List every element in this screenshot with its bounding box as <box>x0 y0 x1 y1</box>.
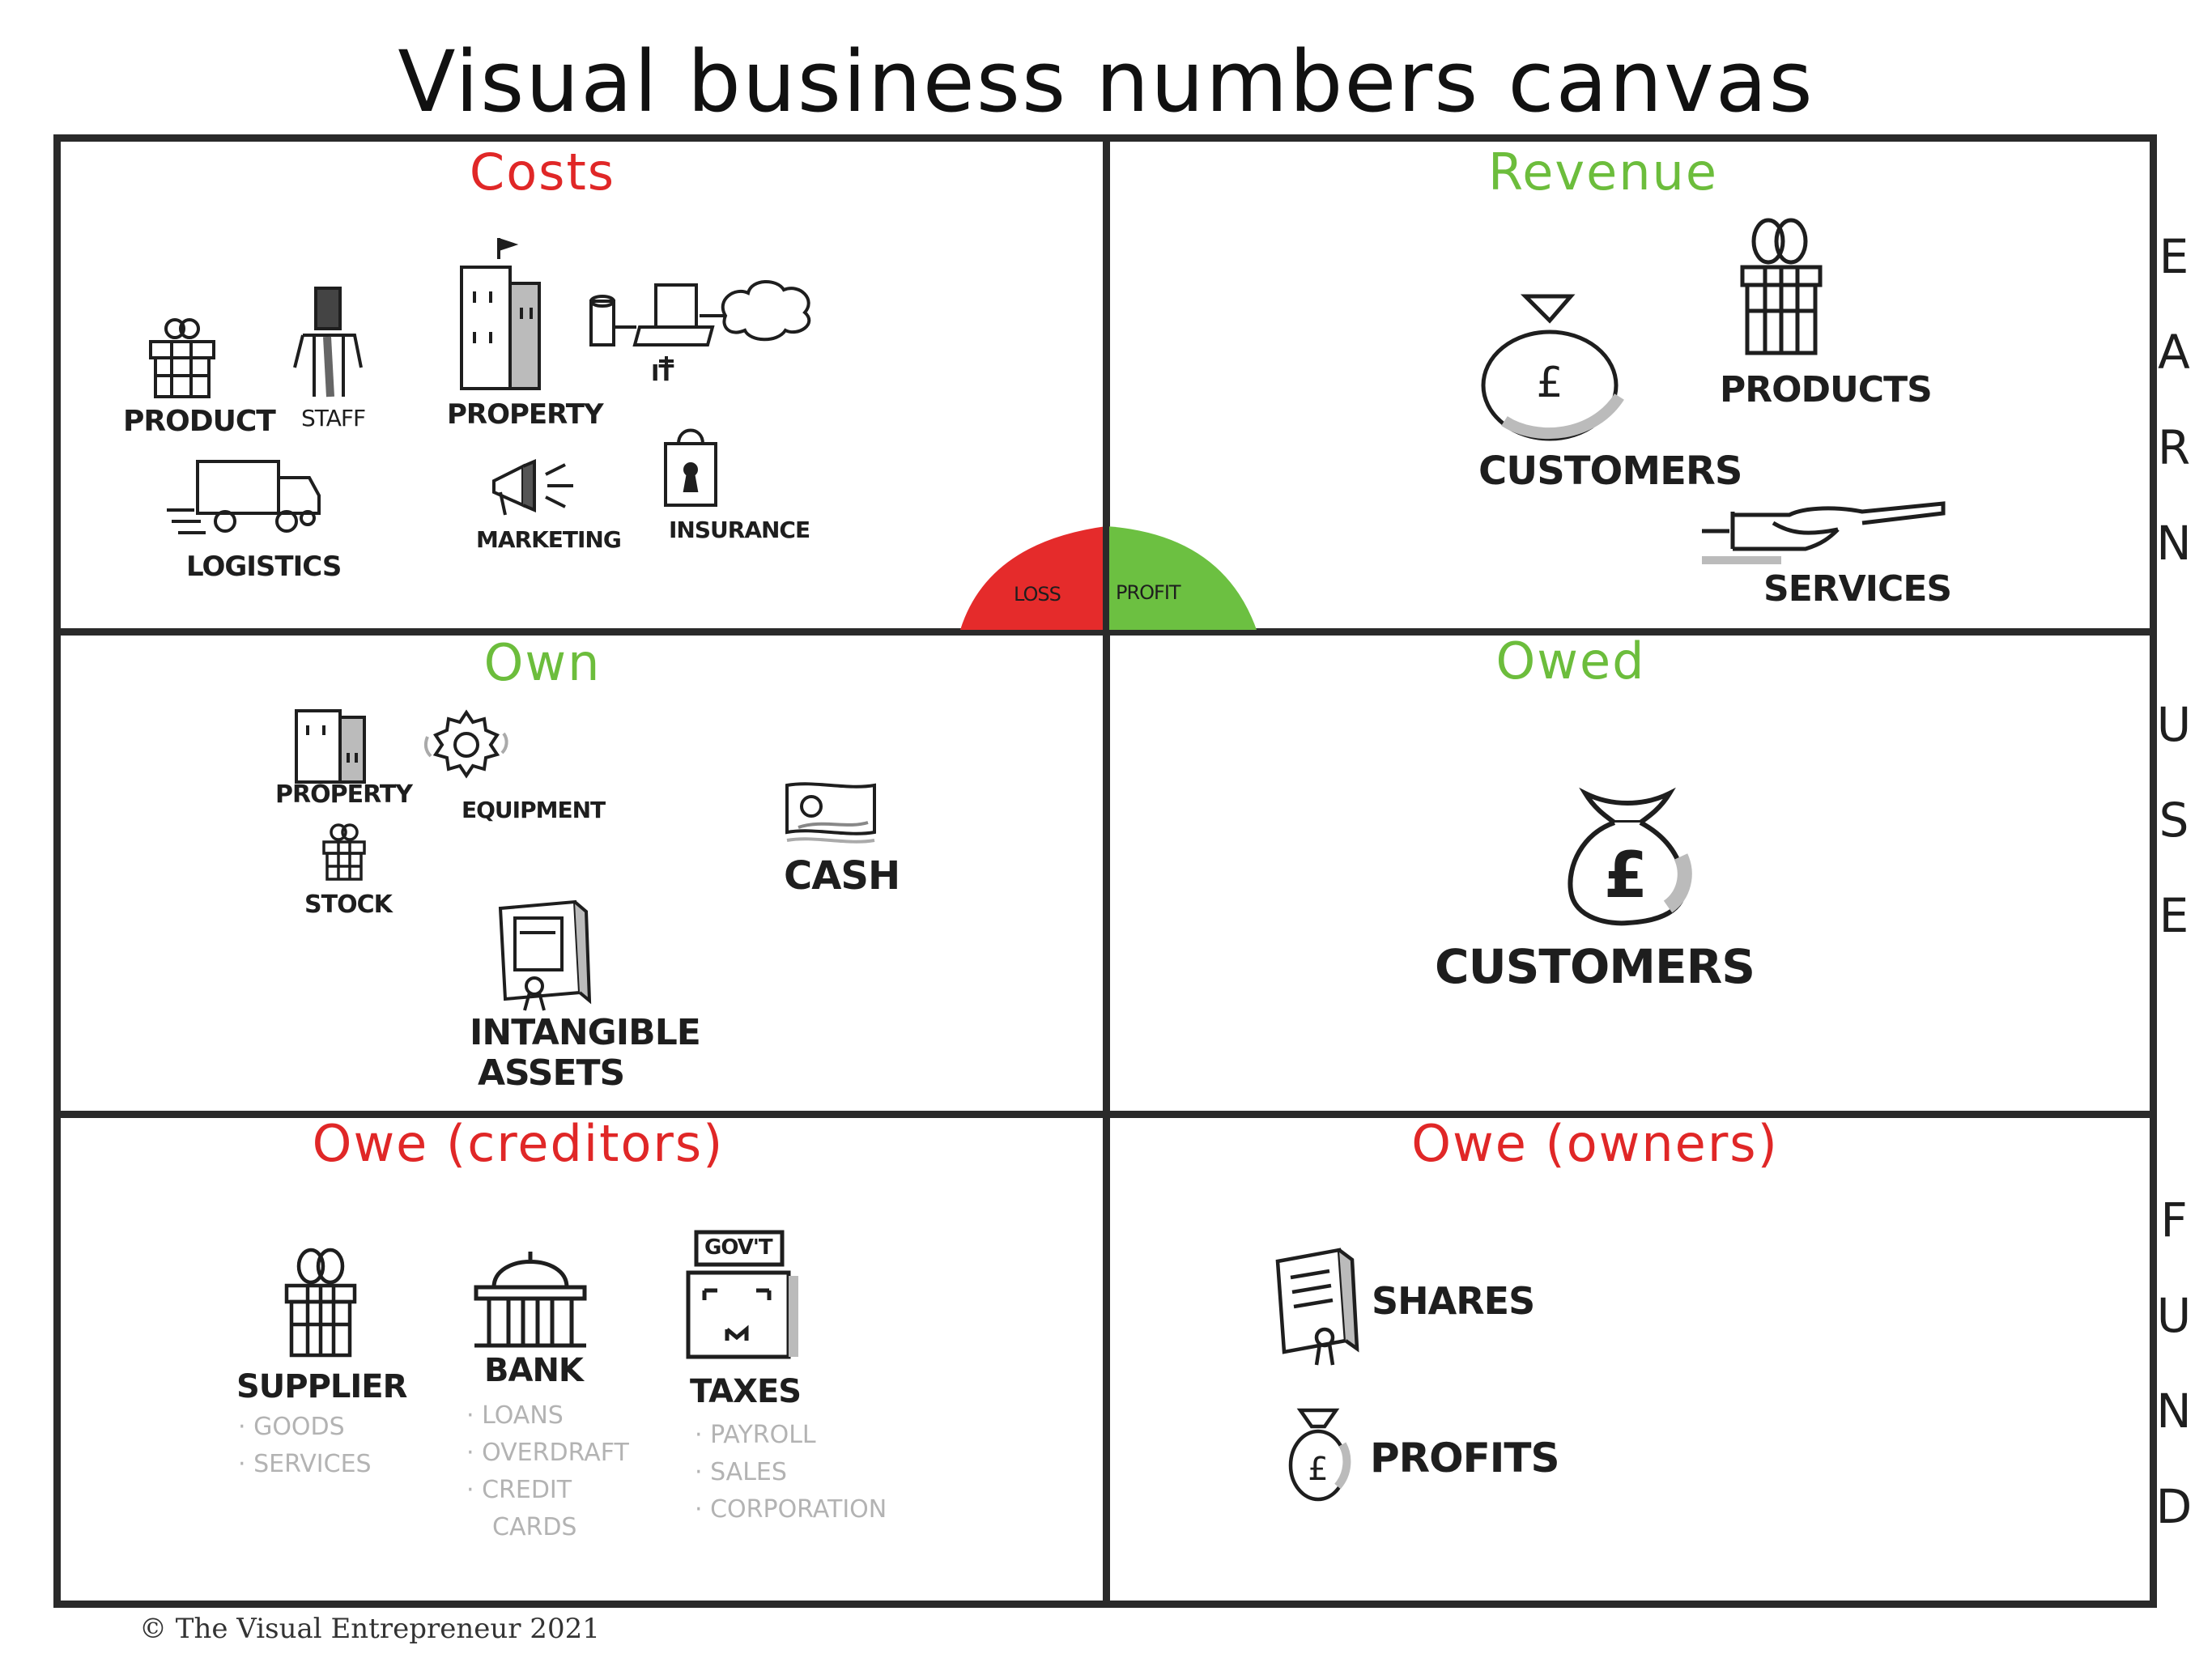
taxes-detail-sales: · SALES <box>695 1458 787 1486</box>
megaphone-icon <box>486 450 583 523</box>
revenue-products-label: PRODUCTS <box>1720 369 1933 410</box>
own-equipment-label: EQUIPMENT <box>462 797 606 823</box>
building-icon <box>453 235 551 397</box>
grid-vertical-divider <box>1103 134 1110 1601</box>
bank-label: BANK <box>484 1352 584 1389</box>
gift-box-icon <box>1733 215 1830 361</box>
grid-horizontal-divider-upper <box>53 628 2157 636</box>
svg-text:£: £ <box>1604 840 1648 912</box>
taxes-detail-payroll: · PAYROLL <box>695 1421 816 1449</box>
padlock-shield-icon <box>661 421 721 510</box>
bank-building-icon <box>470 1247 591 1352</box>
gear-icon <box>421 701 512 782</box>
taxes-sign-label: GOV'T <box>704 1235 773 1260</box>
bank-detail-credit: · CREDIT <box>466 1476 572 1504</box>
costs-product-label: PRODUCT <box>123 405 276 438</box>
owe-owners-heading: Owe (owners) <box>1411 1114 1779 1173</box>
own-property-label: PROPERTY <box>275 780 413 809</box>
gift-box-icon <box>319 821 369 882</box>
own-stock-label: STOCK <box>304 891 393 919</box>
taxes-detail-corporation: · CORPORATION <box>695 1495 887 1524</box>
cash-banknote-icon <box>782 779 879 847</box>
supplier-label: SUPPLIER <box>236 1368 407 1405</box>
owners-shares-label: SHARES <box>1372 1279 1535 1323</box>
certificate-icon <box>496 897 592 1012</box>
gift-box-icon <box>143 312 220 402</box>
owed-customers-label: CUSTOMERS <box>1435 939 1755 994</box>
share-certificate-icon <box>1271 1245 1360 1367</box>
profit-loss-gauge <box>955 518 1263 640</box>
building-icon <box>291 704 369 785</box>
svg-text:£: £ <box>1536 359 1563 407</box>
costs-logistics-label: LOGISTICS <box>186 551 342 583</box>
page-title: Visual business numbers canvas <box>398 32 1814 131</box>
copyright-footer: © The Visual Entrepreneur 2021 <box>139 1613 600 1645</box>
costs-heading: Costs <box>469 142 616 202</box>
money-bag-icon: £ <box>1284 1405 1352 1503</box>
revenue-heading: Revenue <box>1487 142 1718 202</box>
costs-it-label: IT <box>651 359 674 386</box>
staff-person-icon <box>287 283 371 405</box>
gauge-loss-label: LOSS <box>1014 583 1061 606</box>
revenue-customers-label: CUSTOMERS <box>1478 449 1742 494</box>
costs-property-label: PROPERTY <box>447 398 604 431</box>
gauge-profit-label: PROFIT <box>1116 581 1181 604</box>
own-intangible-label-2: ASSETS <box>478 1052 625 1094</box>
bank-detail-overdraft: · OVERDRAFT <box>466 1439 629 1467</box>
truck-icon <box>165 453 327 542</box>
gift-box-icon <box>279 1247 363 1360</box>
costs-insurance-label: INSURANCE <box>669 517 810 543</box>
supplier-detail-services: · SERVICES <box>238 1450 372 1478</box>
money-bag-icon: £ <box>1563 785 1692 931</box>
costs-marketing-label: MARKETING <box>476 526 622 553</box>
own-intangible-label-1: INTANGIBLE <box>470 1012 701 1053</box>
money-bag-icon: £ <box>1472 291 1626 445</box>
bank-detail-loans: · LOANS <box>466 1401 564 1430</box>
bank-detail-cards: CARDS <box>492 1513 577 1541</box>
pointing-hand-icon <box>1700 495 1951 585</box>
supplier-detail-goods: · GOODS <box>238 1413 345 1441</box>
owners-profits-label: PROFITS <box>1370 1435 1560 1482</box>
costs-staff-label: STAFF <box>301 405 366 432</box>
taxes-label: TAXES <box>690 1373 802 1410</box>
grid-horizontal-divider-lower <box>53 1111 2157 1118</box>
government-building-icon <box>680 1227 802 1362</box>
owed-heading: Owed <box>1495 631 1646 691</box>
computer-cloud-icon <box>586 267 821 380</box>
own-cash-label: CASH <box>784 853 900 899</box>
own-heading: Own <box>483 633 602 692</box>
svg-text:£: £ <box>1308 1451 1328 1488</box>
owe-creditors-heading: Owe (creditors) <box>312 1114 725 1173</box>
revenue-services-label: SERVICES <box>1763 568 1952 610</box>
